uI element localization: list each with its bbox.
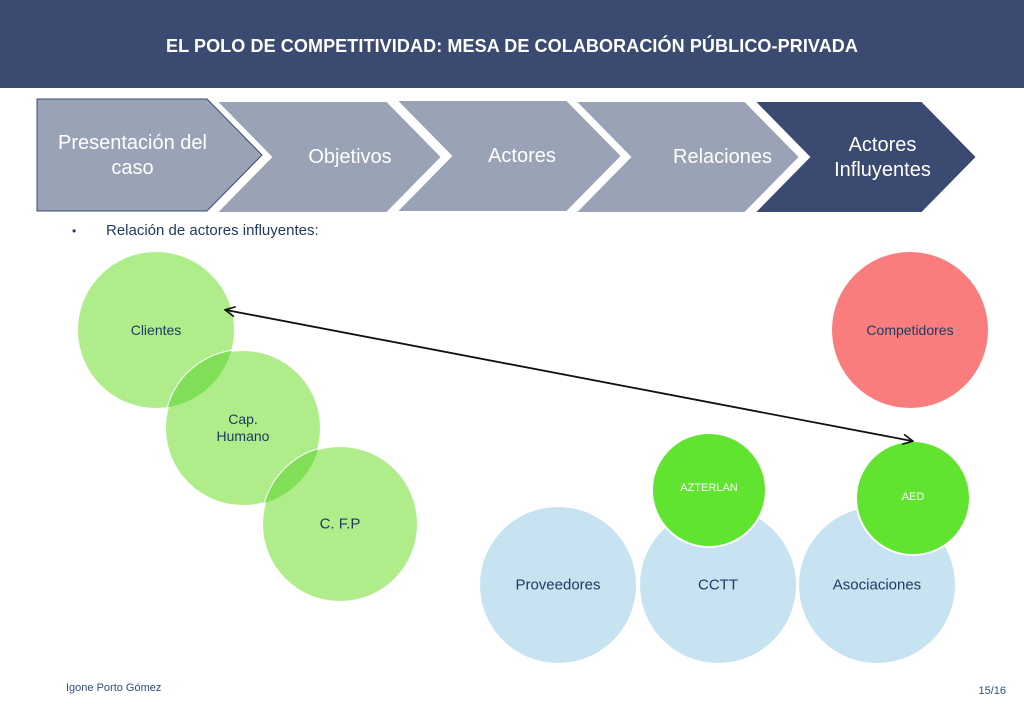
bullet-dot-icon: • (72, 224, 77, 238)
title-bar (0, 0, 1024, 88)
asociaciones-label: Asociaciones (832, 576, 922, 594)
step-actores[interactable]: Actores (442, 144, 602, 169)
step-relaciones-label: Relaciones (673, 146, 772, 168)
step-presentacion-line2: caso (111, 157, 154, 179)
cctt-circle[interactable] (640, 507, 796, 663)
cfp-circle[interactable] (261, 445, 419, 603)
azterlan-label: AZTERLAN (680, 482, 738, 494)
step-actores-label: Actores (488, 145, 556, 167)
cap-humano-label: Cap. Humano (217, 411, 270, 445)
bullet-text: Relación de actores influyentes: (106, 222, 319, 239)
step-actores-shape[interactable] (393, 99, 624, 213)
step-relaciones-shape[interactable] (572, 100, 802, 214)
step-presentacion-shape[interactable] (36, 98, 263, 212)
cap-humano-line1: Cap. (228, 411, 258, 427)
cfp-label: C. F.P (319, 515, 361, 533)
step-actores-influyentes[interactable]: Actores Influyentes (800, 133, 965, 183)
step-actores-influyentes-shape[interactable] (751, 100, 979, 214)
page-number: 15/16 (978, 685, 1006, 697)
proveedores-circle[interactable] (480, 507, 636, 663)
step-objetivos-label: Objetivos (308, 146, 392, 168)
aed-label: AED (901, 491, 925, 503)
step-presentacion[interactable]: Presentación del caso (40, 131, 225, 181)
clientes-aed-arrow (226, 310, 912, 441)
page-title: EL POLO DE COMPETITIVIDAD: MESA DE COLAB… (166, 36, 858, 56)
step-actores-influyentes-line1: Actores (848, 134, 917, 156)
competidores-label: Competidores (866, 322, 954, 338)
step-actores-influyentes-line2: Influyentes (834, 159, 931, 181)
process-steps (36, 98, 979, 214)
step-relaciones[interactable]: Relaciones (640, 145, 805, 170)
footer-author: Igone Porto Gómez (66, 682, 162, 694)
cctt-label: CCTT (698, 576, 738, 594)
proveedores-label: Proveedores (515, 576, 601, 594)
step-objetivos[interactable]: Objetivos (270, 145, 430, 170)
step-objetivos-shape[interactable] (213, 100, 444, 214)
clientes-cap-overlap (165, 350, 234, 408)
step-presentacion-line1: Presentación del (58, 132, 207, 154)
bullet-item: • Relación de actores influyentes: (72, 222, 319, 239)
clientes-label: Clientes (130, 322, 182, 338)
cap-humano-line2: Humano (216, 428, 270, 444)
